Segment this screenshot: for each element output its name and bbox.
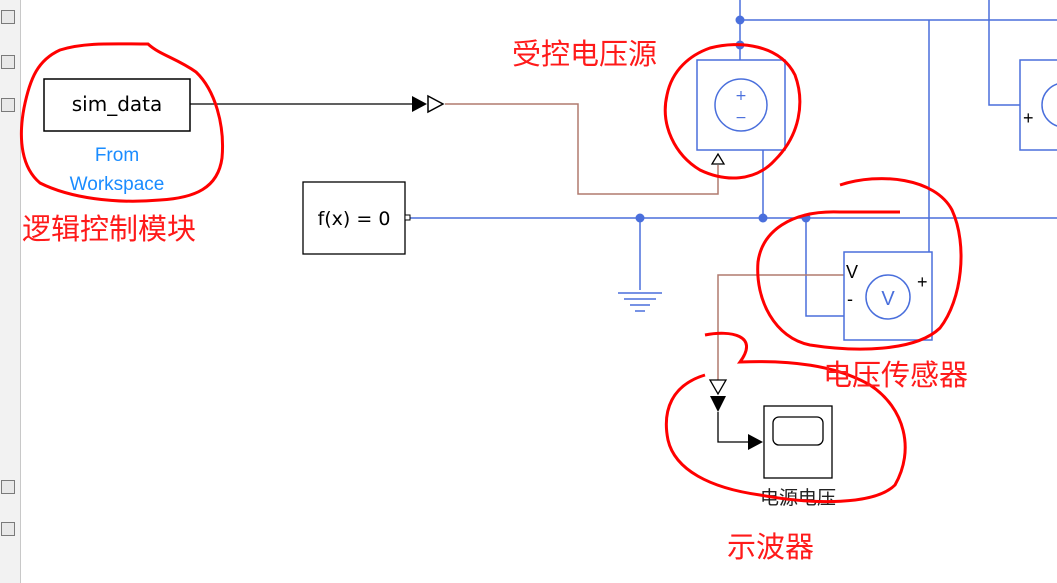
from-workspace-name-line2: Workspace [70,174,165,195]
toolbar-icon[interactable] [1,55,15,69]
circle-oscilloscope [664,331,907,504]
sensor-box[interactable] [843,251,933,341]
converter-arrow-icon [427,94,445,114]
sensor-circle [865,274,911,320]
toolbar-icon[interactable] [1,10,15,24]
junction-dot [635,213,645,223]
sensor-minus-label: - [847,289,853,309]
scope-name: 电源电压 [760,487,836,509]
toolbar-icon[interactable] [1,522,15,536]
physical-wires [408,0,1057,317]
wire-far-right[interactable] [988,0,1020,106]
circle-voltage-sensor [756,177,963,351]
circle-controlled-source [663,43,802,180]
junction-dot [758,213,768,223]
voltage-sensor-block[interactable]: V V + - [843,251,933,341]
toolbar-icon[interactable] [1,480,15,494]
from-workspace-text: sim_data [72,92,163,116]
scope-screen-icon [772,416,824,446]
right-source-block[interactable]: + [1019,59,1057,151]
sensor-v-label: V [846,262,858,282]
annotation-marks [19,42,963,504]
controlled-voltage-source-block[interactable]: + − [696,59,786,165]
from-workspace-box[interactable] [43,78,191,132]
sensor-plus-label: + [917,272,928,292]
annotation-voltage-sensor: 电压传感器 [823,358,968,392]
cvs-circle [714,78,768,132]
annotation-controlled-source: 受控电压源 [512,37,657,71]
left-toolbar [0,0,21,583]
right-source-box[interactable] [1019,59,1057,151]
signal-wires [445,103,844,380]
sensor-symbol: V [881,288,895,310]
right-source-circle [1041,83,1057,127]
simulink-signal [190,94,445,114]
cvs-box[interactable] [696,59,786,151]
cvs-minus: − [735,110,747,126]
cvs-input-port[interactable] [710,152,726,165]
wire-sensor-minus[interactable] [805,218,844,317]
ground-icon [618,292,662,312]
toolbar-icon[interactable] [1,98,15,112]
solver-box[interactable] [302,181,406,255]
junction-dot [735,15,745,25]
solver-port[interactable] [404,214,411,221]
scope-converter-bottom [710,396,726,412]
annotation-logic-block: 逻辑控制模块 [22,212,196,246]
from-workspace-name-line1: From [95,145,139,166]
solver-text: f(x) = 0 [318,208,391,230]
scope-input-arrow [748,434,763,450]
cvs-plus: + [735,88,747,104]
wire-sensor-signal[interactable] [717,274,844,380]
wire-to-scope[interactable] [717,412,750,443]
right-source-plus: + [1023,108,1034,128]
scope-block[interactable]: 电源电压 [708,379,836,509]
from-workspace-block[interactable]: sim_data From Workspace [43,78,191,195]
converter-arrow-icon [412,96,427,112]
scope-converter-top [708,379,728,396]
circle-logic-block [19,42,225,203]
solver-config-block[interactable]: f(x) = 0 [302,181,411,255]
annotation-oscilloscope: 示波器 [727,530,814,564]
wire-control-signal[interactable] [445,103,719,195]
